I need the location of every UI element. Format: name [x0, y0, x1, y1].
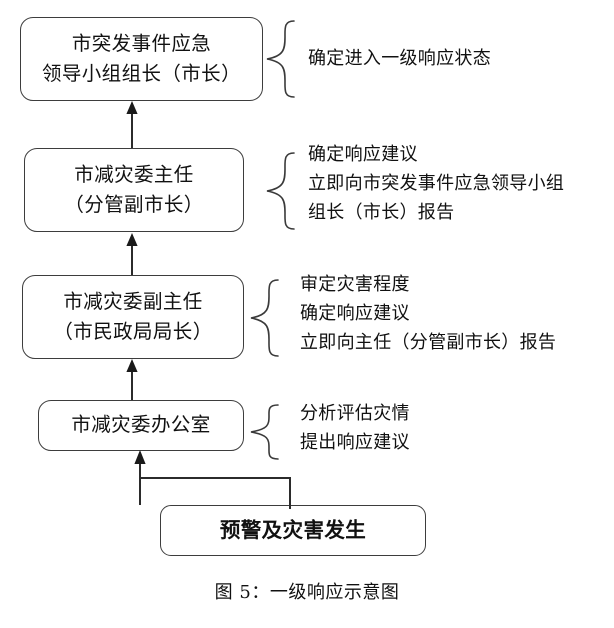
- brace-disaster-reduction-office: [248, 402, 282, 462]
- annotation-line: 立即向主任（分管副市长）报告: [300, 332, 557, 354]
- brace-disaster-reduction-director: [264, 150, 298, 232]
- node-disaster-reduction-deputy-director: 市减灾委副主任 （市民政局局长）: [22, 275, 244, 359]
- arrow-deputy-to-director: [118, 232, 146, 275]
- brace-emergency-leading-group: [264, 18, 298, 100]
- annotation-emergency-leading-group: 确定进入一级响应状态: [308, 44, 491, 73]
- node-label-line: 预警及灾害发生: [219, 517, 367, 542]
- node-label-line: （市民政局局长）: [53, 320, 213, 343]
- arrow-director-to-leading-group: [118, 100, 146, 148]
- node-label-line: 市减灾委办公室: [71, 413, 211, 437]
- annotation-line: 确定响应建议: [300, 303, 410, 325]
- annotation-disaster-reduction-director: 确定响应建议 立即向市突发事件应急领导小组 组长（市长）报告: [308, 140, 564, 227]
- node-disaster-reduction-director: 市减灾委主任 （分管副市长）: [24, 148, 244, 232]
- annotation-line: 确定进入一级响应状态: [308, 48, 491, 69]
- node-label-line: 市突发事件应急: [71, 31, 212, 55]
- annotation-line: 立即向市突发事件应急领导小组: [308, 173, 565, 195]
- annotation-disaster-reduction-office: 分析评估灾情 提出响应建议: [300, 399, 410, 457]
- annotation-line: 组长（市长）报告: [308, 202, 455, 224]
- annotation-line: 提出响应建议: [300, 432, 410, 454]
- node-label-line: 市减灾委副主任: [63, 289, 203, 313]
- annotation-line: 确定响应建议: [308, 144, 418, 165]
- annotation-line: 审定灾害程度: [300, 274, 410, 295]
- node-label-line: 领导小组组长（市长）: [41, 62, 241, 85]
- arrow-warning-to-office: [118, 449, 308, 509]
- brace-disaster-reduction-deputy-director: [248, 277, 282, 359]
- annotation-line: 分析评估灾情: [300, 403, 410, 424]
- annotation-disaster-reduction-deputy-director: 审定灾害程度 确定响应建议 立即向主任（分管副市长）报告: [300, 270, 556, 357]
- node-label-line: 市减灾委主任: [74, 162, 194, 186]
- arrow-office-to-deputy: [118, 358, 146, 400]
- node-disaster-reduction-office: 市减灾委办公室: [38, 400, 244, 451]
- node-label-line: （分管副市长）: [64, 193, 204, 216]
- figure-caption: 图 5：一级响应示意图: [214, 582, 400, 603]
- node-warning-and-disaster-occurrence: 预警及灾害发生: [160, 505, 426, 556]
- node-emergency-leading-group: 市突发事件应急 领导小组组长（市长）: [20, 17, 263, 101]
